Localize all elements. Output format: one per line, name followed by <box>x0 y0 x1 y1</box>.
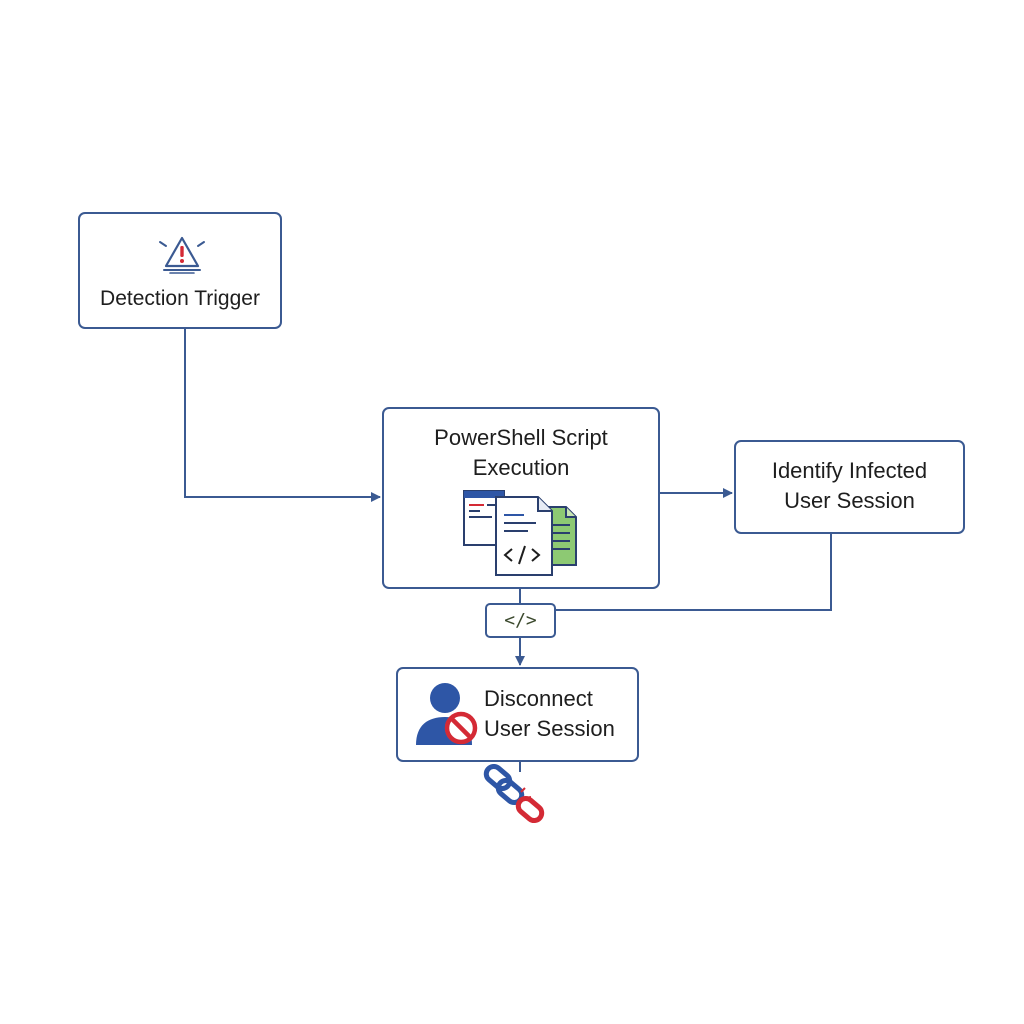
label-line: PowerShell Script <box>434 425 608 450</box>
label-line: Disconnect <box>484 686 593 711</box>
label-line: User Session <box>784 488 915 513</box>
user-blocked-icon <box>412 681 482 754</box>
alert-triangle-icon <box>156 232 208 279</box>
broken-chain-icon <box>483 763 559 835</box>
node-code[interactable]: </> <box>485 603 556 638</box>
node-label: Identify Infected User Session <box>736 456 963 516</box>
node-label: Disconnect User Session <box>484 684 615 744</box>
code-icon: </> <box>504 610 537 631</box>
node-identify-infected-user-session[interactable]: Identify Infected User Session <box>734 440 965 534</box>
node-detection-trigger[interactable]: Detection Trigger <box>78 212 282 329</box>
node-disconnect-user-session[interactable]: Disconnect User Session <box>396 667 639 762</box>
node-label: Detection Trigger <box>80 284 280 314</box>
node-label: PowerShell Script Execution <box>384 423 658 483</box>
label-line: Detection Trigger <box>100 287 260 310</box>
script-files-icon <box>462 487 586 584</box>
edge-detection-to-powershell <box>184 329 381 502</box>
label-line: User Session <box>484 716 615 741</box>
label-line: Execution <box>472 455 570 480</box>
label-line: Identify Infected <box>771 458 928 483</box>
node-powershell-script-execution[interactable]: PowerShell Script Execution <box>382 407 660 589</box>
